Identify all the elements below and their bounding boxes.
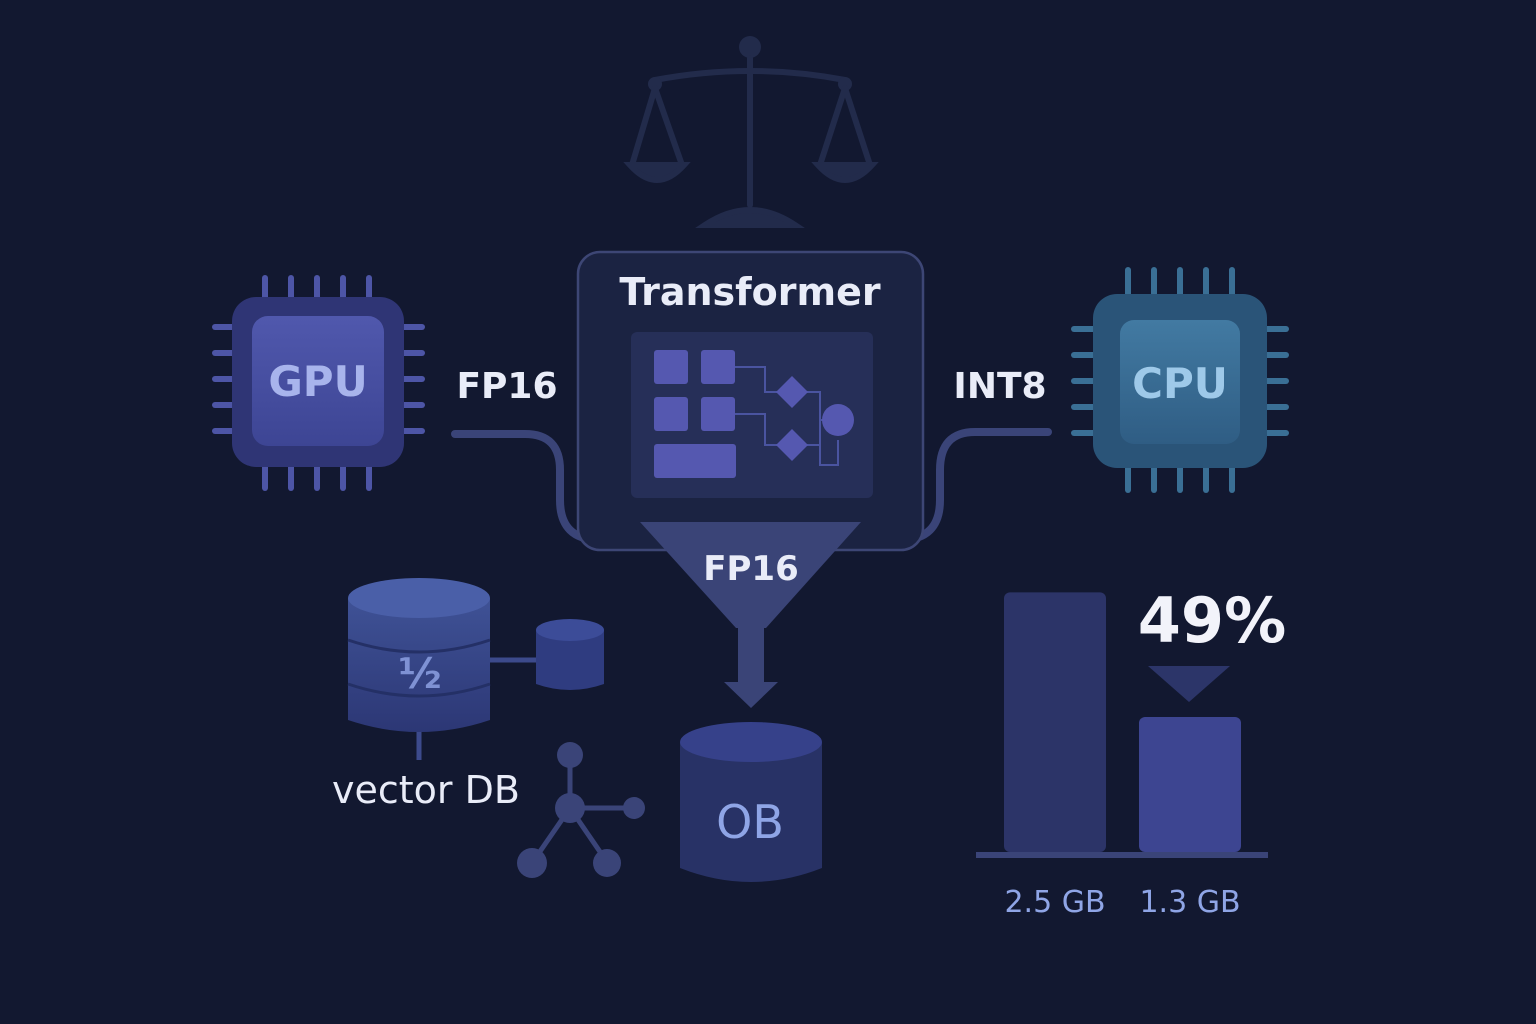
database-icon [680,722,822,882]
transformer-label: Transformer [619,270,881,314]
bar-1 [1004,592,1106,852]
funnel-icon [640,522,861,708]
scales-icon [623,36,879,228]
funnel-label: FP16 [703,549,798,589]
vector-db-label: vector DB [332,768,520,812]
bar-label-2: 1.3 GB [1139,885,1240,920]
flow-graph [735,366,839,466]
network-icon [517,742,645,878]
reduction-arrow-icon [1148,666,1230,702]
cpu-chip-icon [1071,267,1289,493]
circle-node [822,404,854,436]
left-precision-label: FP16 [456,366,557,407]
half-label: ½ [398,649,441,698]
gpu-chip-icon [212,275,425,491]
transformer-block: Transformer [576,250,925,552]
bar-label-1: 2.5 GB [1004,885,1105,920]
cpu-label: CPU [1132,359,1228,408]
diamond-node [776,429,808,461]
gpu-label: GPU [268,357,367,406]
ob-label: OB [716,795,784,849]
reduction-percent-label: 49% [1138,584,1286,657]
diamond-node [776,376,808,408]
layer-blocks [654,350,736,478]
vector-db-icon [347,578,604,760]
memory-bar-chart: 49% 2.5 GB 1.3 GB [976,584,1286,920]
bar-2 [1139,717,1241,852]
right-precision-label: INT8 [953,366,1046,407]
